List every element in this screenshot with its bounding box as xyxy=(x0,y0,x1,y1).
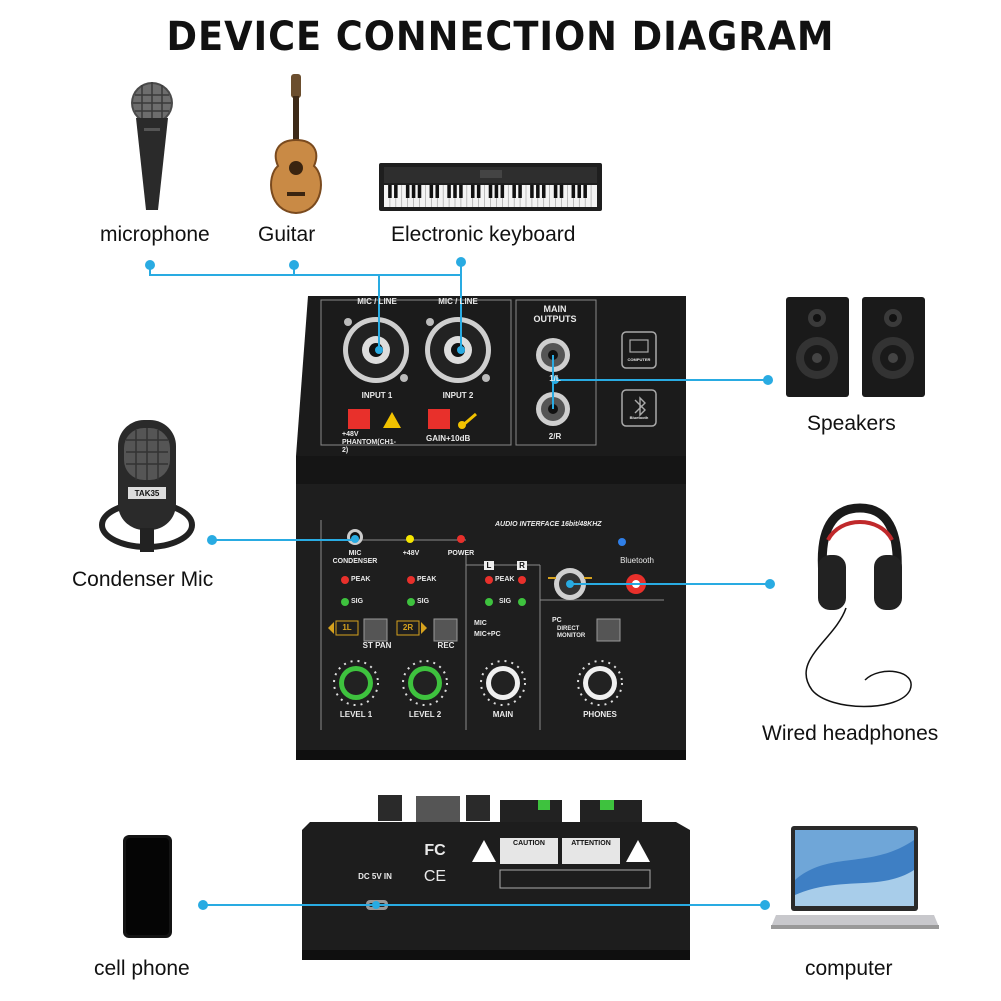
rec-label: REC xyxy=(437,641,455,650)
input2-header: MIC / LINE xyxy=(438,297,478,306)
bluetooth-icon-label: Bluetooth xyxy=(629,415,649,420)
headphones-icon xyxy=(805,503,912,708)
mic-condenser-label: MIC CONDENSER xyxy=(332,550,378,565)
guitar-icon xyxy=(270,74,322,215)
label-computer: computer xyxy=(805,957,893,980)
input1-label: INPUT 1 xyxy=(361,391,393,400)
power-label: POWER xyxy=(447,550,475,557)
output1-label: 1/L xyxy=(549,374,561,383)
label-cell-phone: cell phone xyxy=(94,957,190,980)
main-knob-label: MAIN xyxy=(492,710,514,719)
sig-label-main: SIG xyxy=(499,598,512,605)
peak-label-1: PEAK xyxy=(351,576,371,583)
condenser-mic-icon: TAK35 xyxy=(99,420,195,552)
phones-knob-label: PHONES xyxy=(583,710,617,719)
right-channel-label: R xyxy=(517,561,527,570)
input2-label: INPUT 2 xyxy=(442,391,474,400)
bluetooth-label: Bluetooth xyxy=(620,556,654,565)
cell-phone-icon xyxy=(123,835,172,938)
output2-label: 2/R xyxy=(548,432,562,441)
mic-pc-mode-label: MIC+PC xyxy=(474,631,501,638)
computer-icon xyxy=(771,826,939,929)
label-microphone: microphone xyxy=(100,223,210,246)
audio-interface-label: AUDIO INTERFACE 16bit/48KHZ xyxy=(495,521,602,528)
keyboard-icon xyxy=(379,163,602,211)
st-pan-label: ST PAN xyxy=(362,641,392,650)
input1-header: MIC / LINE xyxy=(357,297,397,306)
label-speakers: Speakers xyxy=(807,412,896,435)
dc-in-label: DC 5V IN xyxy=(358,872,392,881)
left-channel-label: L xyxy=(484,561,494,570)
computer-icon-label: COMPUTER xyxy=(627,357,651,362)
caution-label: CAUTION xyxy=(513,840,545,847)
sig-label-1: SIG xyxy=(351,598,364,605)
sig-label-2: SIG xyxy=(417,598,430,605)
btn-1l-label: 1L xyxy=(342,623,352,632)
attention-label: ATTENTION xyxy=(571,840,611,847)
phantom-label: +48V PHANTOM(CH1-2) xyxy=(342,431,396,454)
plus48v-label: +48V xyxy=(402,550,420,557)
main-outputs-label: MAIN OUTPUTS xyxy=(533,304,577,324)
mixer-front xyxy=(296,296,686,760)
speakers-icon xyxy=(786,297,925,397)
peak-label-main: PEAK xyxy=(495,576,515,583)
peak-label-2: PEAK xyxy=(417,576,437,583)
page-title: DEVICE CONNECTION DIAGRAM xyxy=(166,14,835,60)
label-headphones: Wired headphones xyxy=(762,722,939,745)
label-keyboard: Electronic keyboard xyxy=(391,223,576,246)
mixer-back xyxy=(302,795,690,960)
level1-label: LEVEL 1 xyxy=(339,710,373,719)
label-condenser-mic: Condenser Mic xyxy=(72,568,214,591)
label-guitar: Guitar xyxy=(258,223,316,246)
level2-label: LEVEL 2 xyxy=(408,710,442,719)
gain-label: GAIN+10dB xyxy=(426,434,471,443)
btn-2r-label: 2R xyxy=(402,623,414,632)
connector-dots xyxy=(145,257,775,910)
microphone-icon xyxy=(131,82,173,210)
direct-monitor-label: DIRECT MONITOR xyxy=(557,626,586,639)
svg-text:TAK35: TAK35 xyxy=(135,489,160,498)
pc-mode-label: PC xyxy=(552,617,562,624)
fc-mark: FC xyxy=(424,842,446,859)
mic-mode-label: MIC xyxy=(474,620,487,627)
ce-mark: CE xyxy=(423,868,447,885)
